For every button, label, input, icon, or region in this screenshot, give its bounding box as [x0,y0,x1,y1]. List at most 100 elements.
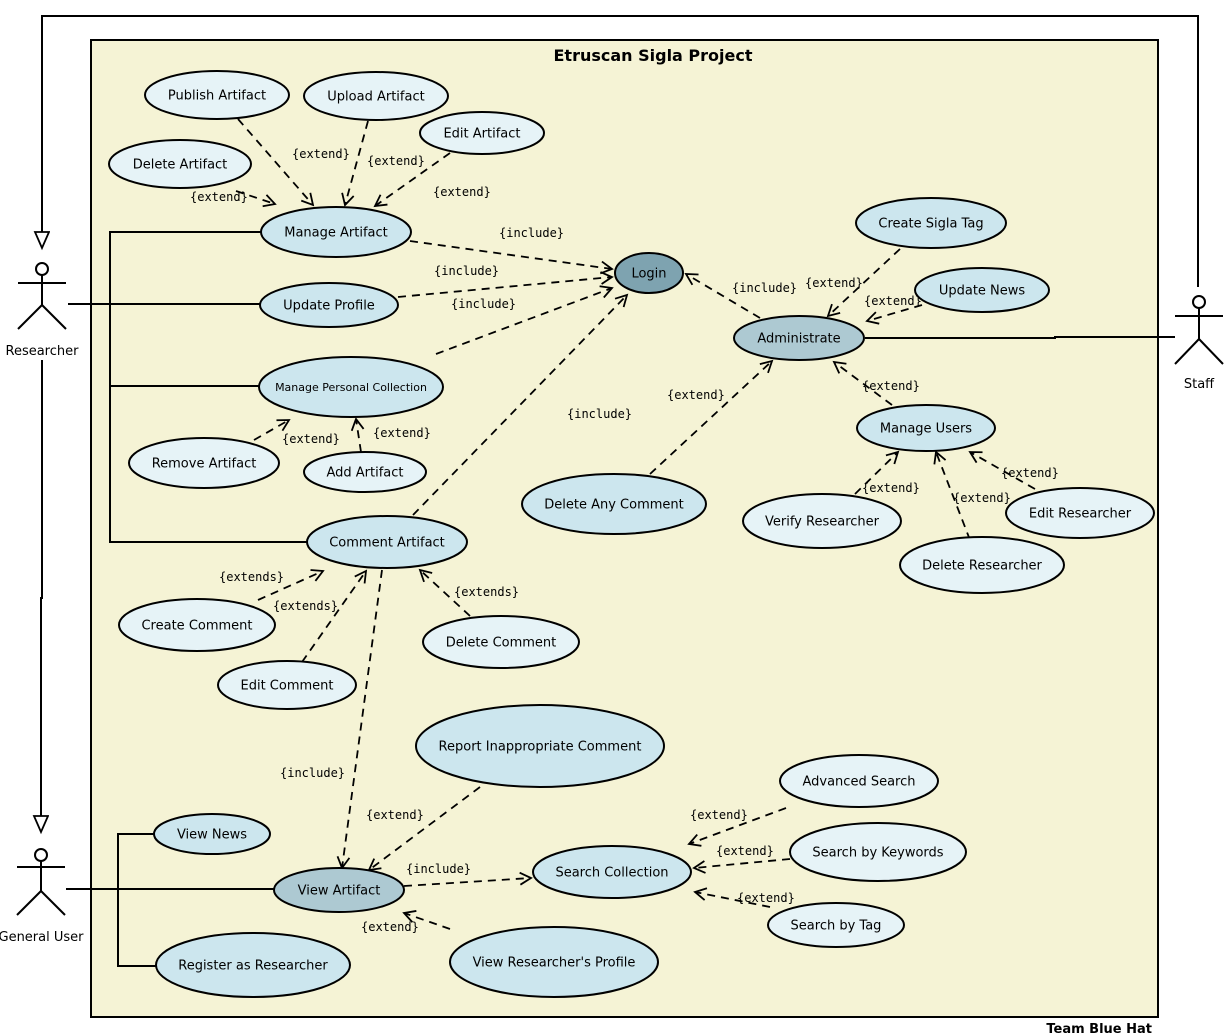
diagram-footer: Team Blue Hat [1046,1022,1152,1036]
relation-label: {extend} [716,844,774,858]
use-case-label: Edit Artifact [443,127,520,142]
use-case-report-inappropriate-comment[interactable]: Report Inappropriate Comment [415,704,665,788]
actor-label: Staff [1184,377,1215,392]
use-case-register-as-researcher[interactable]: Register as Researcher [155,932,351,998]
use-case-edit-artifact[interactable]: Edit Artifact [419,111,545,155]
relation-label: {extend} [862,379,920,393]
use-case-advanced-search[interactable]: Advanced Search [779,754,939,808]
use-case-delete-artifact[interactable]: Delete Artifact [108,139,252,189]
use-case-label: Search by Tag [791,919,882,934]
relation-label: {extend} [667,388,725,402]
relation-label: {include} [732,281,797,295]
relation-label: {extend} [433,185,491,199]
use-case-label: Publish Artifact [168,89,266,104]
relation-label: {extends} [219,570,284,584]
use-cases: Publish Artifact Upload Artifact Edit Ar… [108,70,1155,998]
use-case-label: Search by Keywords [812,846,943,861]
relation-label: {include} [434,264,499,278]
use-case-label: Upload Artifact [327,90,424,105]
use-case-delete-comment[interactable]: Delete Comment [422,615,580,669]
generalization-links [41,15,1199,832]
relation-label: {extend} [862,481,920,495]
use-case-label: Administrate [757,332,840,347]
use-case-label: Update News [939,284,1026,299]
use-case-edit-comment[interactable]: Edit Comment [217,660,357,710]
use-case-administrate[interactable]: Administrate [733,315,865,361]
relation-label: {extend} [1001,466,1059,480]
use-case-create-comment[interactable]: Create Comment [118,598,276,652]
relation-label: {include} [406,862,471,876]
actor-label: General User [0,930,84,945]
stick-figure-icon [1174,295,1224,365]
relation-label: {extend} [373,426,431,440]
use-case-label: Edit Researcher [1029,507,1132,522]
use-case-label: Add Artifact [326,466,403,481]
use-case-search-by-tag[interactable]: Search by Tag [767,902,905,948]
use-case-label: Delete Comment [446,636,557,651]
use-case-label: Create Sigla Tag [878,217,983,232]
use-case-label: Advanced Search [802,775,915,790]
use-case-label: Comment Artifact [329,536,445,551]
use-case-label: View News [177,828,247,843]
use-case-view-artifact[interactable]: View Artifact [273,867,405,913]
relation-label: {extend} [953,491,1011,505]
use-case-publish-artifact[interactable]: Publish Artifact [144,70,290,120]
relation-label: {extend} [805,276,863,290]
system-title: Etruscan Sigla Project [553,46,752,65]
use-case-label: Create Comment [141,619,252,634]
relation-label: {extend} [282,432,340,446]
relation-label: {include} [499,226,564,240]
use-case-label: Register as Researcher [178,959,328,974]
use-case-label: View Artifact [298,884,381,899]
use-case-edit-researcher[interactable]: Edit Researcher [1005,487,1155,539]
actor-staff[interactable]: Staff [1174,295,1224,392]
stick-figure-icon [16,848,66,916]
use-case-update-profile[interactable]: Update Profile [259,282,399,328]
relation-label: {extend} [737,891,795,905]
use-case-label: Delete Any Comment [544,498,684,513]
use-case-delete-researcher[interactable]: Delete Researcher [899,536,1065,594]
use-case-label: Delete Artifact [133,158,228,173]
use-case-delete-any-comment[interactable]: Delete Any Comment [521,473,707,535]
relation-label: {extends} [454,585,519,599]
use-case-label: Manage Personal Collection [275,381,427,394]
use-case-label: Delete Researcher [922,559,1042,574]
relation-label: {extend} [366,808,424,822]
use-case-view-researchers-profile[interactable]: View Researcher's Profile [449,926,659,998]
relation-labels: {extend} {extend} {extend} {extend} {inc… [190,147,1059,934]
actor-general-user[interactable]: General User [0,848,84,945]
relation-label: {extend} [292,147,350,161]
use-case-update-news[interactable]: Update News [914,267,1050,313]
use-case-login[interactable]: Login [614,252,684,294]
use-case-comment-artifact[interactable]: Comment Artifact [306,515,468,569]
relation-label: {extend} [367,154,425,168]
use-case-view-news[interactable]: View News [153,813,271,855]
use-case-label: Manage Artifact [284,226,388,241]
use-case-search-collection[interactable]: Search Collection [532,845,692,899]
use-case-label: Login [631,267,666,282]
use-case-add-artifact[interactable]: Add Artifact [303,451,427,493]
use-case-label: Report Inappropriate Comment [439,740,642,755]
use-case-manage-personal-collection[interactable]: Manage Personal Collection [258,356,444,418]
relation-label: {include} [567,407,632,421]
use-case-label: Edit Comment [241,679,334,694]
dependency-links [235,118,1036,930]
use-case-manage-users[interactable]: Manage Users [856,404,996,452]
stick-figure-icon [17,262,67,330]
use-case-remove-artifact[interactable]: Remove Artifact [128,437,280,489]
actor-researcher[interactable]: Researcher [6,262,80,359]
use-case-verify-researcher[interactable]: Verify Researcher [742,493,902,549]
relation-label: {include} [280,766,345,780]
relation-label: {extend} [190,190,248,204]
use-case-create-sigla-tag[interactable]: Create Sigla Tag [855,197,1007,249]
use-case-upload-artifact[interactable]: Upload Artifact [303,71,449,121]
use-case-search-by-keywords[interactable]: Search by Keywords [789,822,967,882]
relation-label: {extends} [273,599,338,613]
use-case-label: Manage Users [880,422,972,437]
use-case-label: View Researcher's Profile [473,956,636,971]
use-case-label: Verify Researcher [765,515,880,530]
relation-label: {include} [451,297,516,311]
use-case-manage-artifact[interactable]: Manage Artifact [260,206,412,258]
use-case-label: Update Profile [283,299,375,314]
